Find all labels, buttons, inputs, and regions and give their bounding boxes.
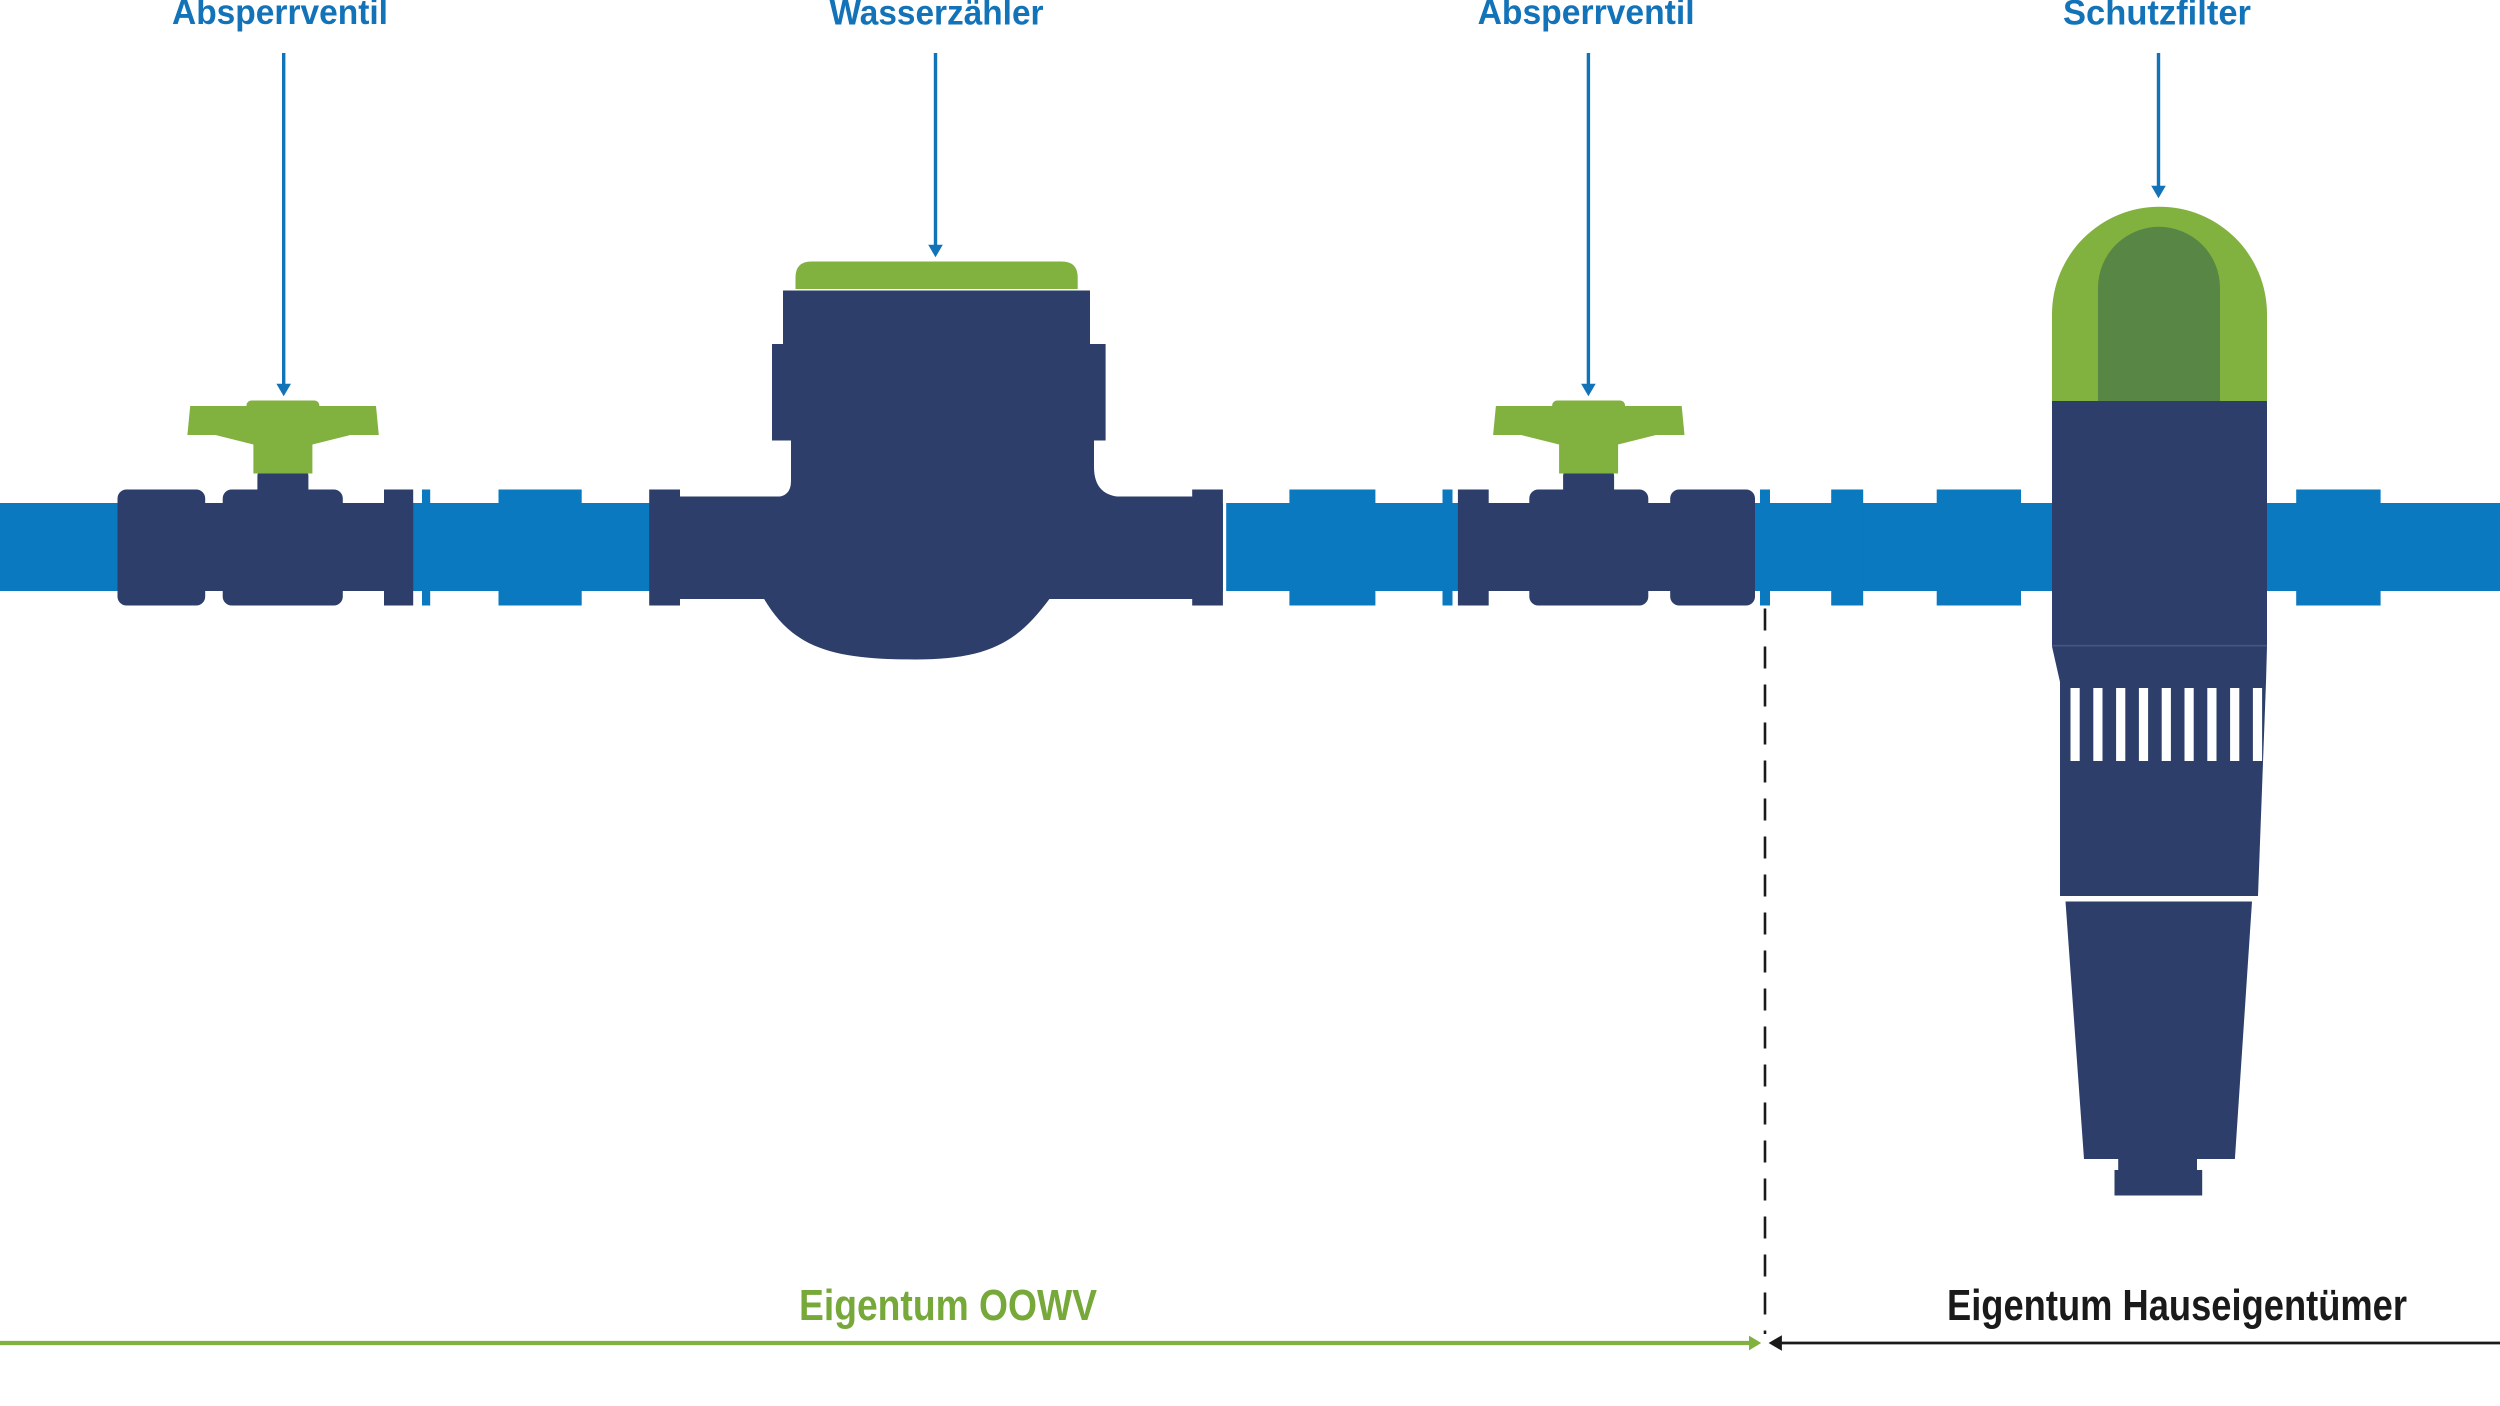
- svg-text:Schutzfilter: Schutzfilter: [2063, 0, 2251, 33]
- svg-text:Absperrventil: Absperrventil: [172, 0, 388, 32]
- svg-text:Eigentum OOWV: Eigentum OOWV: [799, 1281, 1098, 1330]
- svg-text:Wasserzähler: Wasserzähler: [830, 0, 1044, 33]
- svg-text:Absperrventil: Absperrventil: [1478, 0, 1695, 32]
- svg-text:Eigentum Hauseigentümer: Eigentum Hauseigentümer: [1947, 1281, 2407, 1330]
